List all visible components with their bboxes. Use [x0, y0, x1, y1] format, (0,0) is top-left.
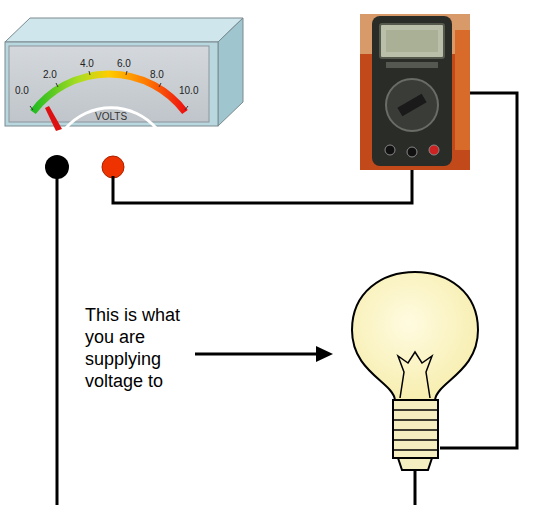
unit-label: VOLTS	[95, 112, 127, 122]
scale-ticks	[30, 71, 188, 110]
meter-front	[5, 42, 218, 126]
meter-top	[5, 18, 243, 42]
scale-arc	[66, 108, 156, 128]
leader-arrow	[195, 353, 318, 356]
scale-number: 6.0	[117, 59, 131, 69]
light-bulb	[352, 272, 478, 470]
scale-number: 0.0	[15, 86, 29, 96]
meter-needle	[45, 106, 62, 131]
callout-note: This is what you are supplying voltage t…	[85, 304, 203, 392]
scale-number: 2.0	[43, 70, 57, 80]
red-terminal	[102, 156, 124, 178]
scale-number: 10.0	[179, 86, 198, 96]
scale-number: 4.0	[80, 59, 94, 69]
scale-number: 8.0	[150, 70, 164, 80]
meter-face	[9, 46, 209, 122]
voltmeter-face: 0.0 2.0 4.0 6.0 8.0 10.0VOLTS	[9, 46, 209, 122]
arrow-head	[316, 346, 333, 362]
multimeter	[360, 14, 470, 170]
meter-side	[218, 18, 243, 126]
